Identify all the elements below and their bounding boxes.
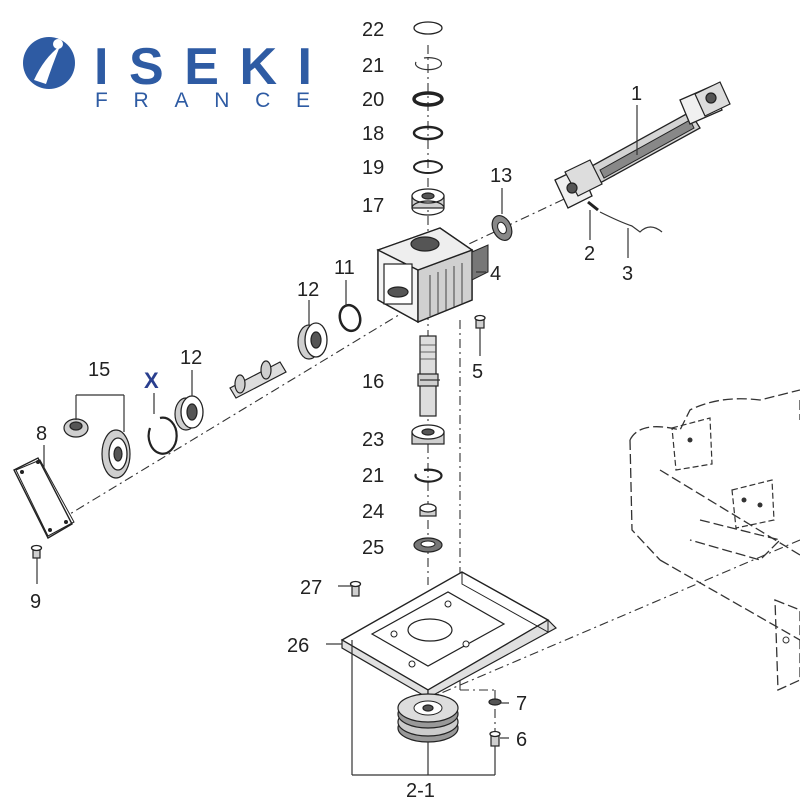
part-2-pin (587, 200, 599, 212)
label-2-1: 2-1 (406, 780, 435, 800)
part-1-pto-shaft (554, 81, 731, 209)
part-4-gearbox-housing (376, 227, 489, 324)
part-3-wire (599, 211, 663, 233)
part-26-mounting-plate (340, 571, 557, 700)
part-18-ring (412, 125, 444, 141)
label-18: 18 (362, 123, 384, 145)
label-21-top: 21 (362, 55, 384, 77)
label-6: 6 (516, 729, 527, 751)
label-3: 3 (622, 263, 633, 285)
pulley-axis-line (424, 539, 800, 701)
label-2: 2 (584, 243, 595, 265)
leader-lines (36, 105, 638, 776)
label-9: 9 (30, 591, 41, 613)
part-6-bolt (489, 730, 501, 747)
label-8: 8 (36, 423, 47, 445)
label-13: 13 (490, 165, 512, 187)
label-27: 27 (300, 577, 322, 599)
part-15-bevel-gears (63, 418, 131, 479)
label-21-bottom: 21 (362, 465, 384, 487)
part-20-ring (412, 91, 444, 107)
part-9-screw (30, 544, 43, 559)
label-x: X (144, 368, 159, 393)
part-16-vertical-shaft (417, 335, 439, 417)
part-labels: 22 21 20 18 19 17 1 13 2 3 4 11 12 5 16 … (30, 19, 642, 800)
part-22-cap (413, 21, 443, 35)
label-23: 23 (362, 429, 384, 451)
part-19-ring (413, 160, 443, 174)
part-21-circlip-bottom (414, 468, 443, 483)
label-19: 19 (362, 157, 384, 179)
part-24-spacer (419, 503, 437, 517)
label-11: 11 (334, 257, 355, 279)
part-2-1-pulley (397, 693, 459, 743)
part-17-bearing (411, 188, 445, 216)
label-22: 22 (362, 19, 384, 41)
label-12-left: 12 (180, 347, 202, 369)
label-12-right: 12 (297, 279, 319, 301)
part-11-washer (338, 303, 362, 333)
label-25: 25 (362, 537, 384, 559)
part-13-seal (491, 215, 513, 241)
horizontal-shaft (229, 360, 287, 399)
part-21-circlip-top (414, 57, 443, 71)
label-4: 4 (490, 263, 501, 285)
label-16: 16 (362, 371, 384, 393)
logo-brand: ISEKI (94, 38, 312, 96)
iseki-logo: ISEKI FRANCE (23, 37, 312, 112)
label-7: 7 (516, 693, 527, 715)
label-17: 17 (362, 195, 384, 217)
part-25-seal (413, 537, 443, 553)
part-27-bolt (349, 580, 362, 597)
label-5: 5 (472, 361, 483, 383)
label-24: 24 (362, 501, 384, 523)
mower-deck-frame (629, 389, 800, 691)
part-12-bearing-right (297, 322, 328, 360)
part-8-cover-plate (13, 457, 75, 539)
label-26: 26 (287, 635, 309, 657)
label-1: 1 (631, 83, 642, 105)
horizontal-axis-line (59, 289, 441, 521)
part-23-bearing (411, 424, 445, 445)
part-12-bearing-left (174, 395, 204, 431)
part-5-screw (474, 314, 486, 329)
part-7-washer (488, 698, 502, 706)
label-15: 15 (88, 359, 110, 381)
label-20: 20 (362, 89, 384, 111)
part-x-circlip (147, 416, 178, 455)
